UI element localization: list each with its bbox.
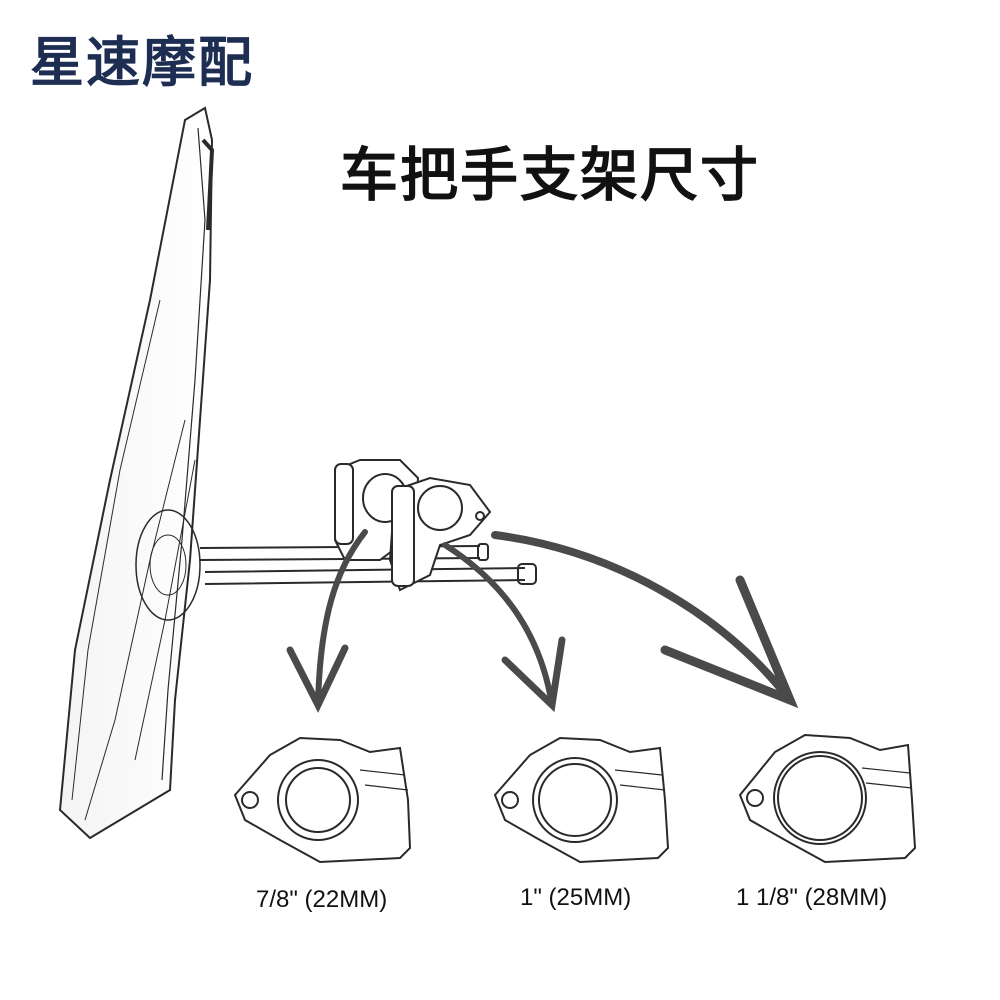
mounted-clamps xyxy=(334,459,492,592)
clamp-22mm xyxy=(233,736,412,864)
windshield-panel xyxy=(58,106,215,840)
mounting-rods xyxy=(199,543,537,585)
size-label-25mm: 1" (25MM) xyxy=(520,884,632,911)
size-label-22mm: 7/8" (22MM) xyxy=(256,886,388,913)
arrow-to-28mm xyxy=(491,531,799,709)
clamp-25mm xyxy=(493,736,670,864)
clamp-28mm xyxy=(738,733,917,864)
arrow-to-25mm xyxy=(442,542,566,713)
brand-logo-text: 星速摩配 xyxy=(30,31,254,94)
arrow-to-22mm xyxy=(286,529,368,713)
diagram-title: 车把手支架尺寸 xyxy=(340,141,761,209)
size-label-28mm: 1 1/8" (28MM) xyxy=(736,884,888,911)
